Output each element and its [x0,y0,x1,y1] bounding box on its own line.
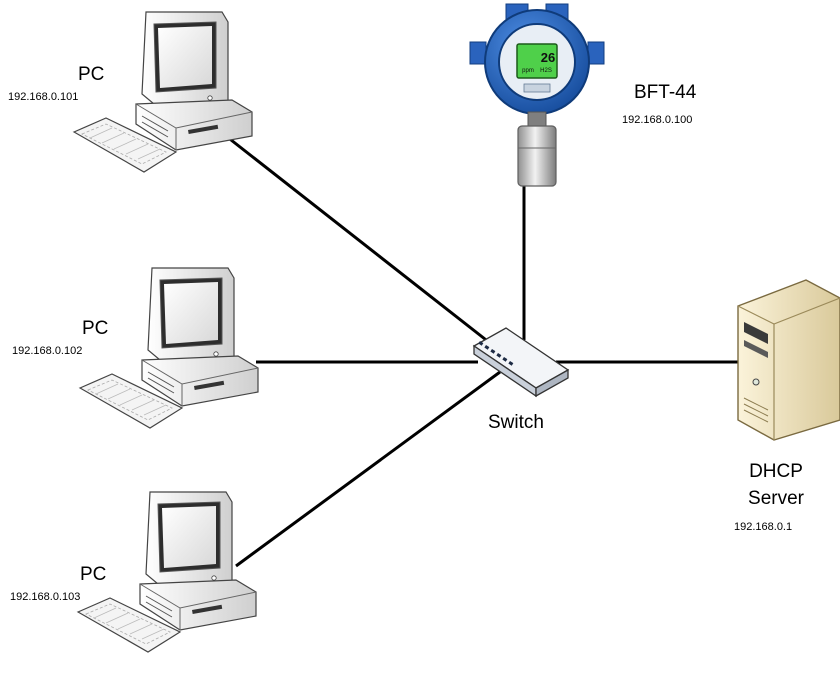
pc2-ip: 192.168.0.102 [12,345,83,357]
link-pc1-switch [225,134,491,345]
pc1-name: PC [78,64,105,85]
network-switch-icon [472,327,570,398]
server-ip: 192.168.0.1 [734,521,793,533]
switch-label: Switch [488,412,544,433]
link-pc3-switch [235,370,501,568]
detector-display-value: 26 [541,50,555,65]
pc3-ip: 192.168.0.103 [10,591,81,603]
detector-ip: 192.168.0.100 [622,114,693,126]
pc2-name: PC [82,318,109,339]
server-icon [737,279,840,441]
network-links [225,134,738,568]
pc-icon-1 [73,11,253,173]
server-name-line1: DHCP [749,461,803,482]
server-name-line2: Server [748,488,804,509]
pc3-name: PC [80,564,107,585]
pc-icon-2 [79,267,259,429]
gas-detector-icon: 26 ppm H2S [469,3,605,187]
detector-display-gas: H2S [540,68,552,74]
detector-name: BFT-44 [634,82,697,103]
detector-display-unit: ppm [522,68,534,74]
pc1-ip: 192.168.0.101 [8,91,79,103]
